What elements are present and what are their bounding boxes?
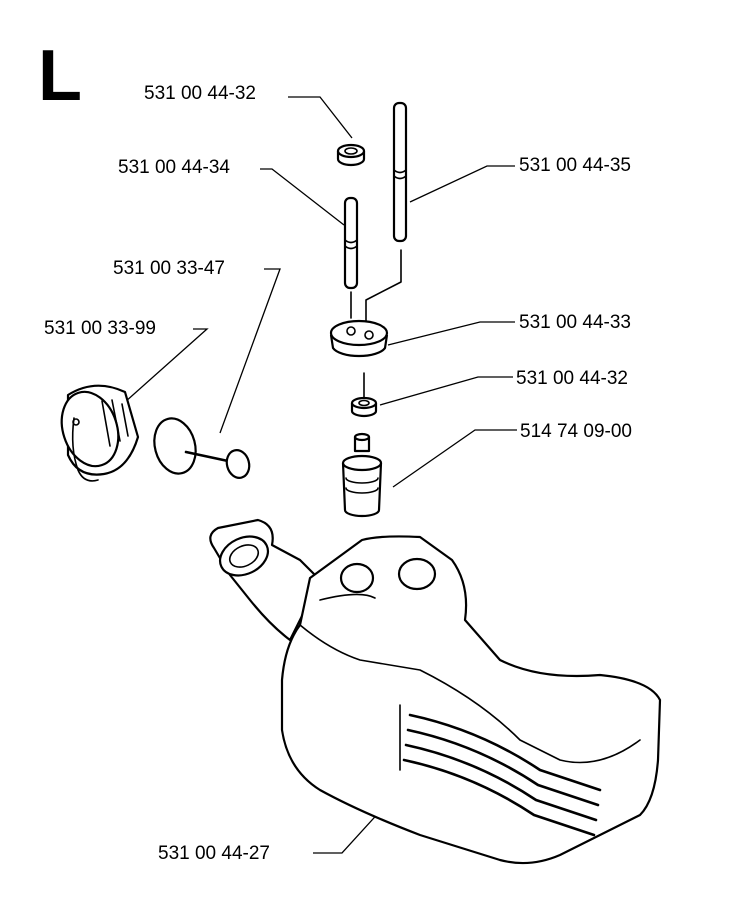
part-label-washer-top: 531 00 44-32: [144, 83, 256, 104]
part-label-washer-mid: 531 00 44-32: [516, 368, 628, 389]
part-label-tube-long: 531 00 44-35: [519, 155, 631, 176]
fuel-cap-part: [60, 384, 140, 482]
part-label-tube-short: 531 00 44-34: [118, 157, 230, 178]
part-label-filter: 514 74 09-00: [520, 421, 632, 442]
section-letter: L: [38, 36, 82, 116]
part-label-tank: 531 00 44-27: [158, 843, 270, 864]
long-tube-part: [392, 101, 408, 243]
part-label-vent: 531 00 33-47: [113, 258, 225, 279]
washer-mid-part: [350, 372, 378, 418]
part-label-grommet: 531 00 44-33: [519, 312, 631, 333]
short-tube-part: [343, 196, 359, 290]
fuel-tank-part: [209, 518, 662, 865]
vent-valve-part: [153, 417, 251, 479]
grommet-part: [329, 319, 389, 358]
washer-top-part: [336, 143, 366, 167]
part-label-cap: 531 00 33-99: [44, 318, 156, 339]
fuel-filter-part: [341, 432, 383, 518]
leader-lines: [124, 96, 517, 854]
